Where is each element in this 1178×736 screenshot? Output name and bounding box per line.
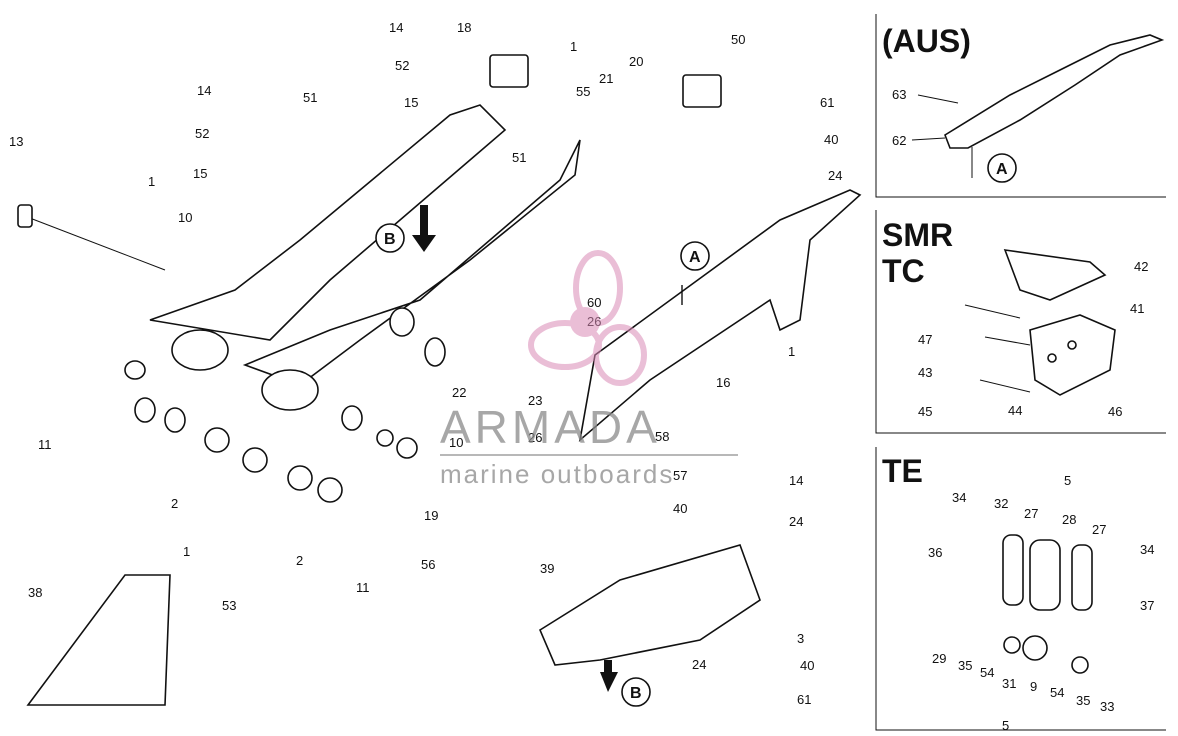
callout: 11 xyxy=(38,437,52,452)
callout: 40 xyxy=(673,501,687,516)
callout: 29 xyxy=(932,651,946,666)
callout: 31 xyxy=(1002,676,1016,691)
callout: 37 xyxy=(1140,598,1154,613)
callout: 10 xyxy=(178,210,192,225)
callout: 35 xyxy=(958,658,972,673)
callout: 1 xyxy=(570,39,577,54)
callout: 3 xyxy=(797,631,804,646)
callout: 63 xyxy=(892,87,906,102)
callout: 39 xyxy=(540,561,554,576)
callout: 54 xyxy=(980,665,994,680)
callout: 1 xyxy=(788,344,795,359)
callout: 61 xyxy=(820,95,834,110)
callout: 21 xyxy=(599,71,613,86)
swingarm-drawing xyxy=(17,54,862,706)
callout: 36 xyxy=(928,545,942,560)
callout: 60 xyxy=(587,295,601,310)
callout: 52 xyxy=(395,58,409,73)
callout: 56 xyxy=(421,557,435,572)
callout: 28 xyxy=(1062,512,1076,527)
callout: 40 xyxy=(824,132,838,147)
view-marker-b-1 xyxy=(375,223,405,253)
panel-aus: (AUS) A 63 62 xyxy=(875,14,1166,198)
callout: 52 xyxy=(195,126,209,141)
view-marker-a-aus-label: A xyxy=(996,161,1008,178)
view-marker-b-1-label: B xyxy=(384,231,396,248)
callout: 14 xyxy=(197,83,211,98)
callout: 15 xyxy=(404,95,418,110)
callout: 34 xyxy=(1140,542,1154,557)
callout: 24 xyxy=(828,168,842,183)
callout: 55 xyxy=(576,84,590,99)
propeller-logo-icon xyxy=(528,250,647,386)
down-arrow-icon xyxy=(600,660,618,692)
callout: 26 xyxy=(528,430,542,445)
callout: 53 xyxy=(222,598,236,613)
callout: 9 xyxy=(1030,679,1037,694)
callout: 1 xyxy=(148,174,155,189)
view-marker-a-1 xyxy=(680,241,710,271)
callout: 54 xyxy=(1050,685,1064,700)
panel-smr-tc: SMR TC 42 41 47 43 45 44 46 xyxy=(875,210,1166,434)
view-markers: B A B xyxy=(375,205,710,707)
view-marker-a-1-label: A xyxy=(689,249,701,266)
callout: 22 xyxy=(452,385,466,400)
callout: 10 xyxy=(449,435,463,450)
main-callouts: 14 52 15 51 14 52 15 13 1 10 18 1 50 20 … xyxy=(9,20,842,707)
watermark-tagline: marine outboards xyxy=(440,459,674,489)
view-marker-b-2-label: B xyxy=(630,685,642,702)
callout: 61 xyxy=(797,692,811,707)
callout: 14 xyxy=(389,20,403,35)
callout: 40 xyxy=(800,658,814,673)
view-marker-a-aus xyxy=(987,153,1017,183)
callout: 5 xyxy=(1064,473,1071,488)
callout: 38 xyxy=(28,585,42,600)
callout: 46 xyxy=(1108,404,1122,419)
callout: 57 xyxy=(673,468,687,483)
callout: 13 xyxy=(9,134,23,149)
callout: 47 xyxy=(918,332,932,347)
view-marker-b-2 xyxy=(621,677,651,707)
callout: 24 xyxy=(692,657,706,672)
callout: 41 xyxy=(1130,301,1144,316)
callout: 27 xyxy=(1024,506,1038,521)
callout: 16 xyxy=(716,375,730,390)
callout: 15 xyxy=(193,166,207,181)
callout: 23 xyxy=(528,393,542,408)
callout: 11 xyxy=(356,580,370,595)
panel-te: TE 5 34 32 27 28 27 36 34 37 29 35 54 31… xyxy=(875,447,1166,733)
callout: 5 xyxy=(1002,718,1009,733)
callout: 51 xyxy=(512,150,526,165)
callout: 14 xyxy=(789,473,803,488)
callout: 34 xyxy=(952,490,966,505)
callout: 20 xyxy=(629,54,643,69)
callout: 35 xyxy=(1076,693,1090,708)
watermark-brand: ARMADA xyxy=(440,401,661,453)
callout: 58 xyxy=(655,429,669,444)
callout: 33 xyxy=(1100,699,1114,714)
callout: 44 xyxy=(1008,403,1022,418)
callout: 2 xyxy=(171,496,178,511)
callout: 24 xyxy=(789,514,803,529)
callout: 43 xyxy=(918,365,932,380)
callout: 1 xyxy=(183,544,190,559)
callout: 51 xyxy=(303,90,317,105)
callout: 2 xyxy=(296,553,303,568)
callout: 45 xyxy=(918,404,932,419)
down-arrow-icon xyxy=(412,205,436,252)
watermark: ARMADA marine outboards xyxy=(440,250,738,489)
callout: 19 xyxy=(424,508,438,523)
callout: 62 xyxy=(892,133,906,148)
callout: 27 xyxy=(1092,522,1106,537)
panel-smr-title-line1: SMR xyxy=(882,217,953,253)
panel-aus-title: (AUS) xyxy=(882,23,971,59)
panel-te-title: TE xyxy=(882,453,923,489)
panel-smr-title-line2: TC xyxy=(882,253,925,289)
callout: 42 xyxy=(1134,259,1148,274)
callout: 50 xyxy=(731,32,745,47)
callout: 32 xyxy=(994,496,1008,511)
callout: 18 xyxy=(457,20,471,35)
